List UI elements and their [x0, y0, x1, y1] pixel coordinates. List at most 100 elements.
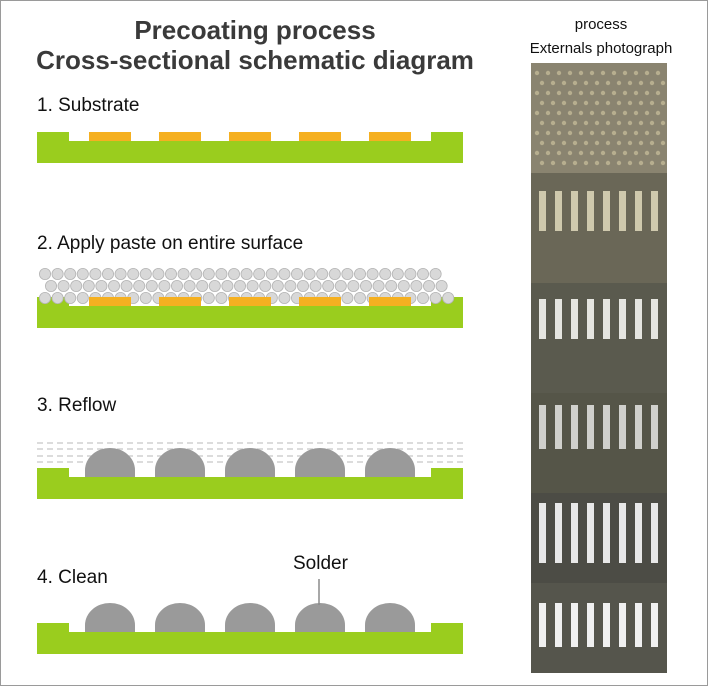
- photo-bump-stripe: [539, 191, 546, 231]
- process-externals-photograph: [531, 63, 667, 673]
- paste-particle: [347, 279, 360, 292]
- paste-particle: [353, 291, 366, 304]
- photo-texture: [589, 150, 595, 156]
- photo-texture: [605, 120, 611, 126]
- photo-texture: [539, 160, 545, 166]
- photo-texture: [633, 70, 639, 76]
- photo-texture: [638, 120, 644, 126]
- photo-texture: [616, 120, 622, 126]
- photo-texture: [556, 110, 562, 116]
- copper-pad: [299, 297, 341, 306]
- photo-texture: [644, 70, 650, 76]
- photo-texture: [572, 100, 578, 106]
- photo-bump-stripe: [587, 191, 594, 231]
- photo-texture: [660, 140, 666, 146]
- photo-texture: [622, 130, 628, 136]
- paste-particle: [328, 267, 341, 280]
- photo-bump-stripe: [603, 405, 610, 449]
- solder-bump: [295, 448, 345, 477]
- photo-texture: [649, 100, 655, 106]
- photo-texture: [594, 140, 600, 146]
- photo-texture: [567, 110, 573, 116]
- photo-bump-stripe: [619, 503, 626, 563]
- photo-bump-stripe: [651, 405, 658, 449]
- photo-bump-stripe: [619, 405, 626, 449]
- photo-bump-stripe: [603, 503, 610, 563]
- photo-texture: [616, 100, 622, 106]
- photo-bump-stripe: [555, 503, 562, 563]
- paste-particle: [133, 279, 146, 292]
- paste-particle: [57, 279, 70, 292]
- photo-bump-stripe: [603, 603, 610, 647]
- title-line-1: Precoating process: [134, 15, 376, 45]
- paste-particle: [70, 279, 83, 292]
- copper-pad: [229, 297, 271, 306]
- photo-bump-stripe: [651, 503, 658, 563]
- paste-particle: [316, 267, 329, 280]
- paste-particle: [120, 279, 133, 292]
- photo-texture: [556, 150, 562, 156]
- substrate: [37, 132, 463, 163]
- paste-particle: [202, 291, 215, 304]
- photo-texture: [572, 160, 578, 166]
- paste-particle: [379, 267, 392, 280]
- paste-particle: [152, 267, 165, 280]
- photo-texture: [539, 80, 545, 86]
- copper-pad: [159, 132, 201, 141]
- paste-particle: [429, 291, 442, 304]
- photo-texture: [556, 130, 562, 136]
- paste-particle: [353, 267, 366, 280]
- paste-particle: [290, 267, 303, 280]
- photo-band: [531, 173, 667, 283]
- photo-texture: [649, 120, 655, 126]
- solder-bump: [155, 448, 205, 477]
- photo-texture: [545, 90, 551, 96]
- paste-particle: [76, 291, 89, 304]
- paste-particle: [416, 267, 429, 280]
- photo-texture: [583, 80, 589, 86]
- photo-texture: [616, 80, 622, 86]
- paste-particle: [240, 267, 253, 280]
- photo-bump-stripe: [603, 299, 610, 339]
- photo-bump-stripe: [555, 191, 562, 231]
- photo-texture: [660, 160, 666, 166]
- step-3-reflow-diagram: [37, 442, 463, 499]
- paste-particle: [221, 279, 234, 292]
- paste-particle: [51, 291, 64, 304]
- photo-texture: [583, 120, 589, 126]
- photo-texture: [600, 90, 606, 96]
- paste-particle: [139, 267, 152, 280]
- paste-particle: [82, 279, 95, 292]
- photo-texture: [616, 140, 622, 146]
- paste-particle: [259, 279, 272, 292]
- paste-particle: [296, 279, 309, 292]
- paste-particle: [391, 267, 404, 280]
- photo-texture: [633, 90, 639, 96]
- photo-texture: [605, 160, 611, 166]
- photo-texture: [600, 70, 606, 76]
- copper-pad: [369, 297, 411, 306]
- photo-texture: [627, 80, 633, 86]
- photo-texture: [622, 70, 628, 76]
- photo-texture: [611, 90, 617, 96]
- photo-texture: [578, 90, 584, 96]
- photo-bump-stripe: [555, 603, 562, 647]
- photo-texture: [633, 130, 639, 136]
- photo-texture: [539, 140, 545, 146]
- photo-bump-stripe: [651, 603, 658, 647]
- photo-texture: [578, 150, 584, 156]
- photo-bump-stripe: [635, 191, 642, 231]
- photo-bump-stripe: [539, 405, 546, 449]
- photo-bump-stripe: [651, 191, 658, 231]
- photo-texture: [572, 80, 578, 86]
- photo-texture: [561, 160, 567, 166]
- solder-bump: [85, 448, 135, 477]
- paste-particle: [442, 291, 455, 304]
- photo-texture: [589, 130, 595, 136]
- photo-caption-line-1: process: [574, 16, 628, 33]
- photo-texture: [605, 100, 611, 106]
- photo-texture: [622, 110, 628, 116]
- paste-particle: [410, 279, 423, 292]
- photo-texture: [649, 160, 655, 166]
